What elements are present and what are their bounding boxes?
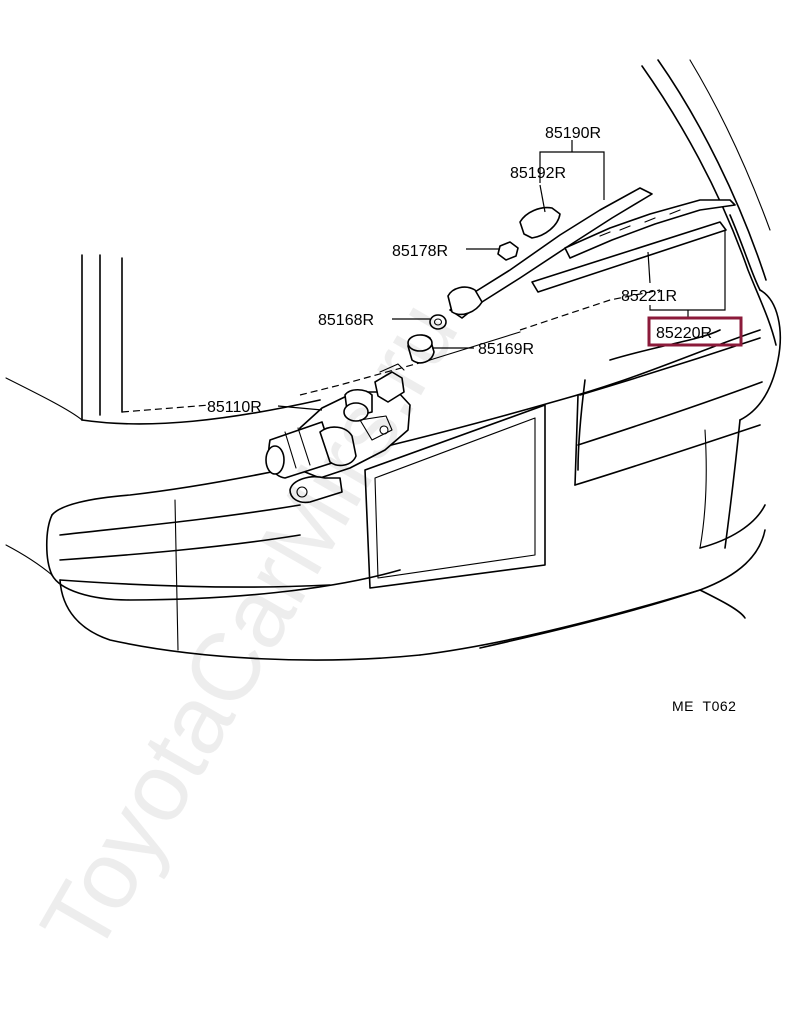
part-label-85190r[interactable]: 85190R bbox=[545, 125, 601, 142]
drawing-code: ME T062 bbox=[672, 698, 736, 714]
part-label-85110r[interactable]: 85110R bbox=[207, 399, 262, 416]
part-label-85221r[interactable]: 85221R bbox=[621, 288, 677, 305]
part-label-85169r[interactable]: 85169R bbox=[478, 341, 534, 358]
part-labels: 85190R 85192R 85178R 85168R 85169R 85221… bbox=[207, 125, 743, 416]
part-label-85220r[interactable]: 85220R bbox=[656, 325, 712, 342]
wiper-motor bbox=[265, 363, 411, 504]
part-label-85192r[interactable]: 85192R bbox=[510, 165, 566, 182]
highlight-box-85220r bbox=[647, 316, 743, 347]
watermark: ToyotaCarMirs.ru bbox=[21, 284, 479, 970]
part-label-85168r[interactable]: 85168R bbox=[318, 312, 374, 329]
leader-lines bbox=[277, 140, 726, 411]
vehicle-body-outline bbox=[5, 59, 781, 661]
wiper-arm-assembly bbox=[407, 187, 736, 364]
part-label-85178r[interactable]: 85178R bbox=[392, 243, 448, 260]
